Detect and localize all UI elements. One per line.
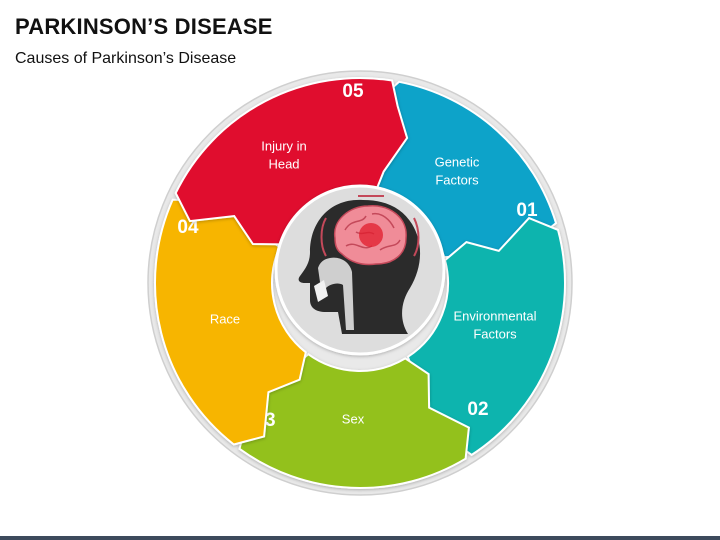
segment-number-04: 04	[177, 217, 199, 238]
head-brain-icon	[298, 195, 421, 334]
segment-number-02: 02	[467, 399, 488, 420]
segments-group: 01GeneticFactors02EnvironmentalFactors03…	[154, 76, 566, 489]
segment-label-05: Injury in	[261, 138, 307, 153]
segment-label-03: Sex	[342, 411, 365, 426]
segment-label-02: Environmental	[453, 308, 536, 323]
segment-label-02: Factors	[473, 326, 517, 341]
segment-label-04: Race	[210, 311, 240, 326]
page-title: PARKINSON’S DISEASE	[15, 14, 273, 39]
segment-04	[154, 198, 307, 446]
segment-label-01: Factors	[435, 172, 479, 187]
segment-number-01: 01	[516, 200, 538, 221]
segment-label-05: Head	[268, 156, 299, 171]
segment-number-05: 05	[342, 81, 364, 102]
bottom-bar	[0, 536, 720, 540]
segment-label-01: Genetic	[435, 154, 480, 169]
page-subtitle: Causes of Parkinson’s Disease	[15, 50, 237, 67]
